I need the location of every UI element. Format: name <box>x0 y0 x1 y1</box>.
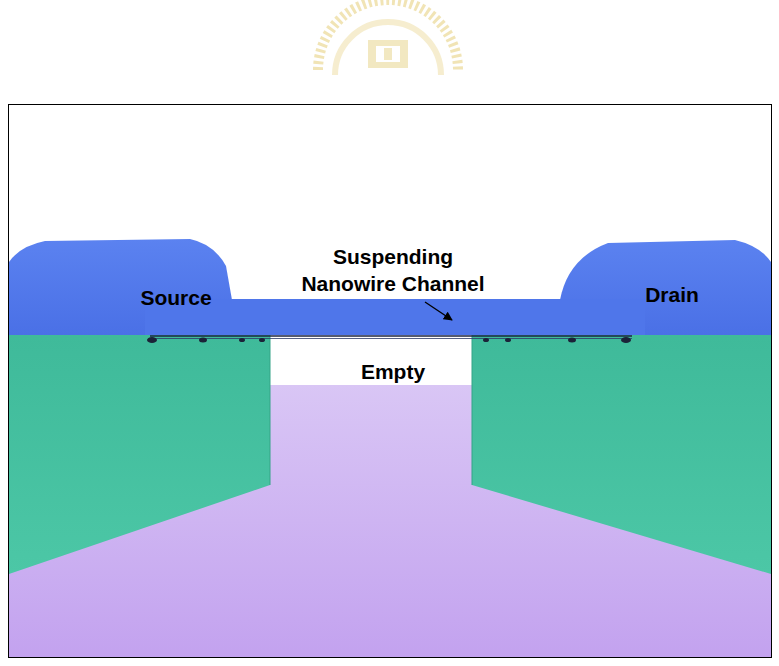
watermark-logo <box>318 0 458 75</box>
frame-ground <box>9 105 772 658</box>
drain-label: Drain <box>645 281 699 308</box>
block-edge <box>472 335 473 485</box>
contact-dot <box>483 338 489 342</box>
block-edge <box>270 335 271 485</box>
leader-arrow <box>425 302 452 320</box>
empty-label: Empty <box>361 358 425 385</box>
nanowire <box>150 335 632 337</box>
logo-emblem <box>368 40 408 68</box>
contact-dots <box>147 337 631 343</box>
logo-emblem <box>384 48 392 60</box>
contact-dot <box>199 338 207 343</box>
logo-arc <box>335 22 441 75</box>
frame-border <box>9 105 772 658</box>
contact-dot <box>147 337 157 343</box>
poly-bar <box>145 299 645 335</box>
contact-dot <box>568 338 576 343</box>
contact-dot <box>505 338 511 342</box>
contact-dot <box>621 337 631 343</box>
contact-dot <box>259 338 265 342</box>
channel-label: Suspending Nanowire Channel <box>293 243 493 297</box>
logo-emblem <box>376 46 400 62</box>
oxide-block <box>9 335 270 574</box>
nanowire <box>150 338 632 339</box>
contact-dot <box>239 338 245 342</box>
oxide-block <box>472 335 771 574</box>
source-label: Source <box>140 284 211 311</box>
